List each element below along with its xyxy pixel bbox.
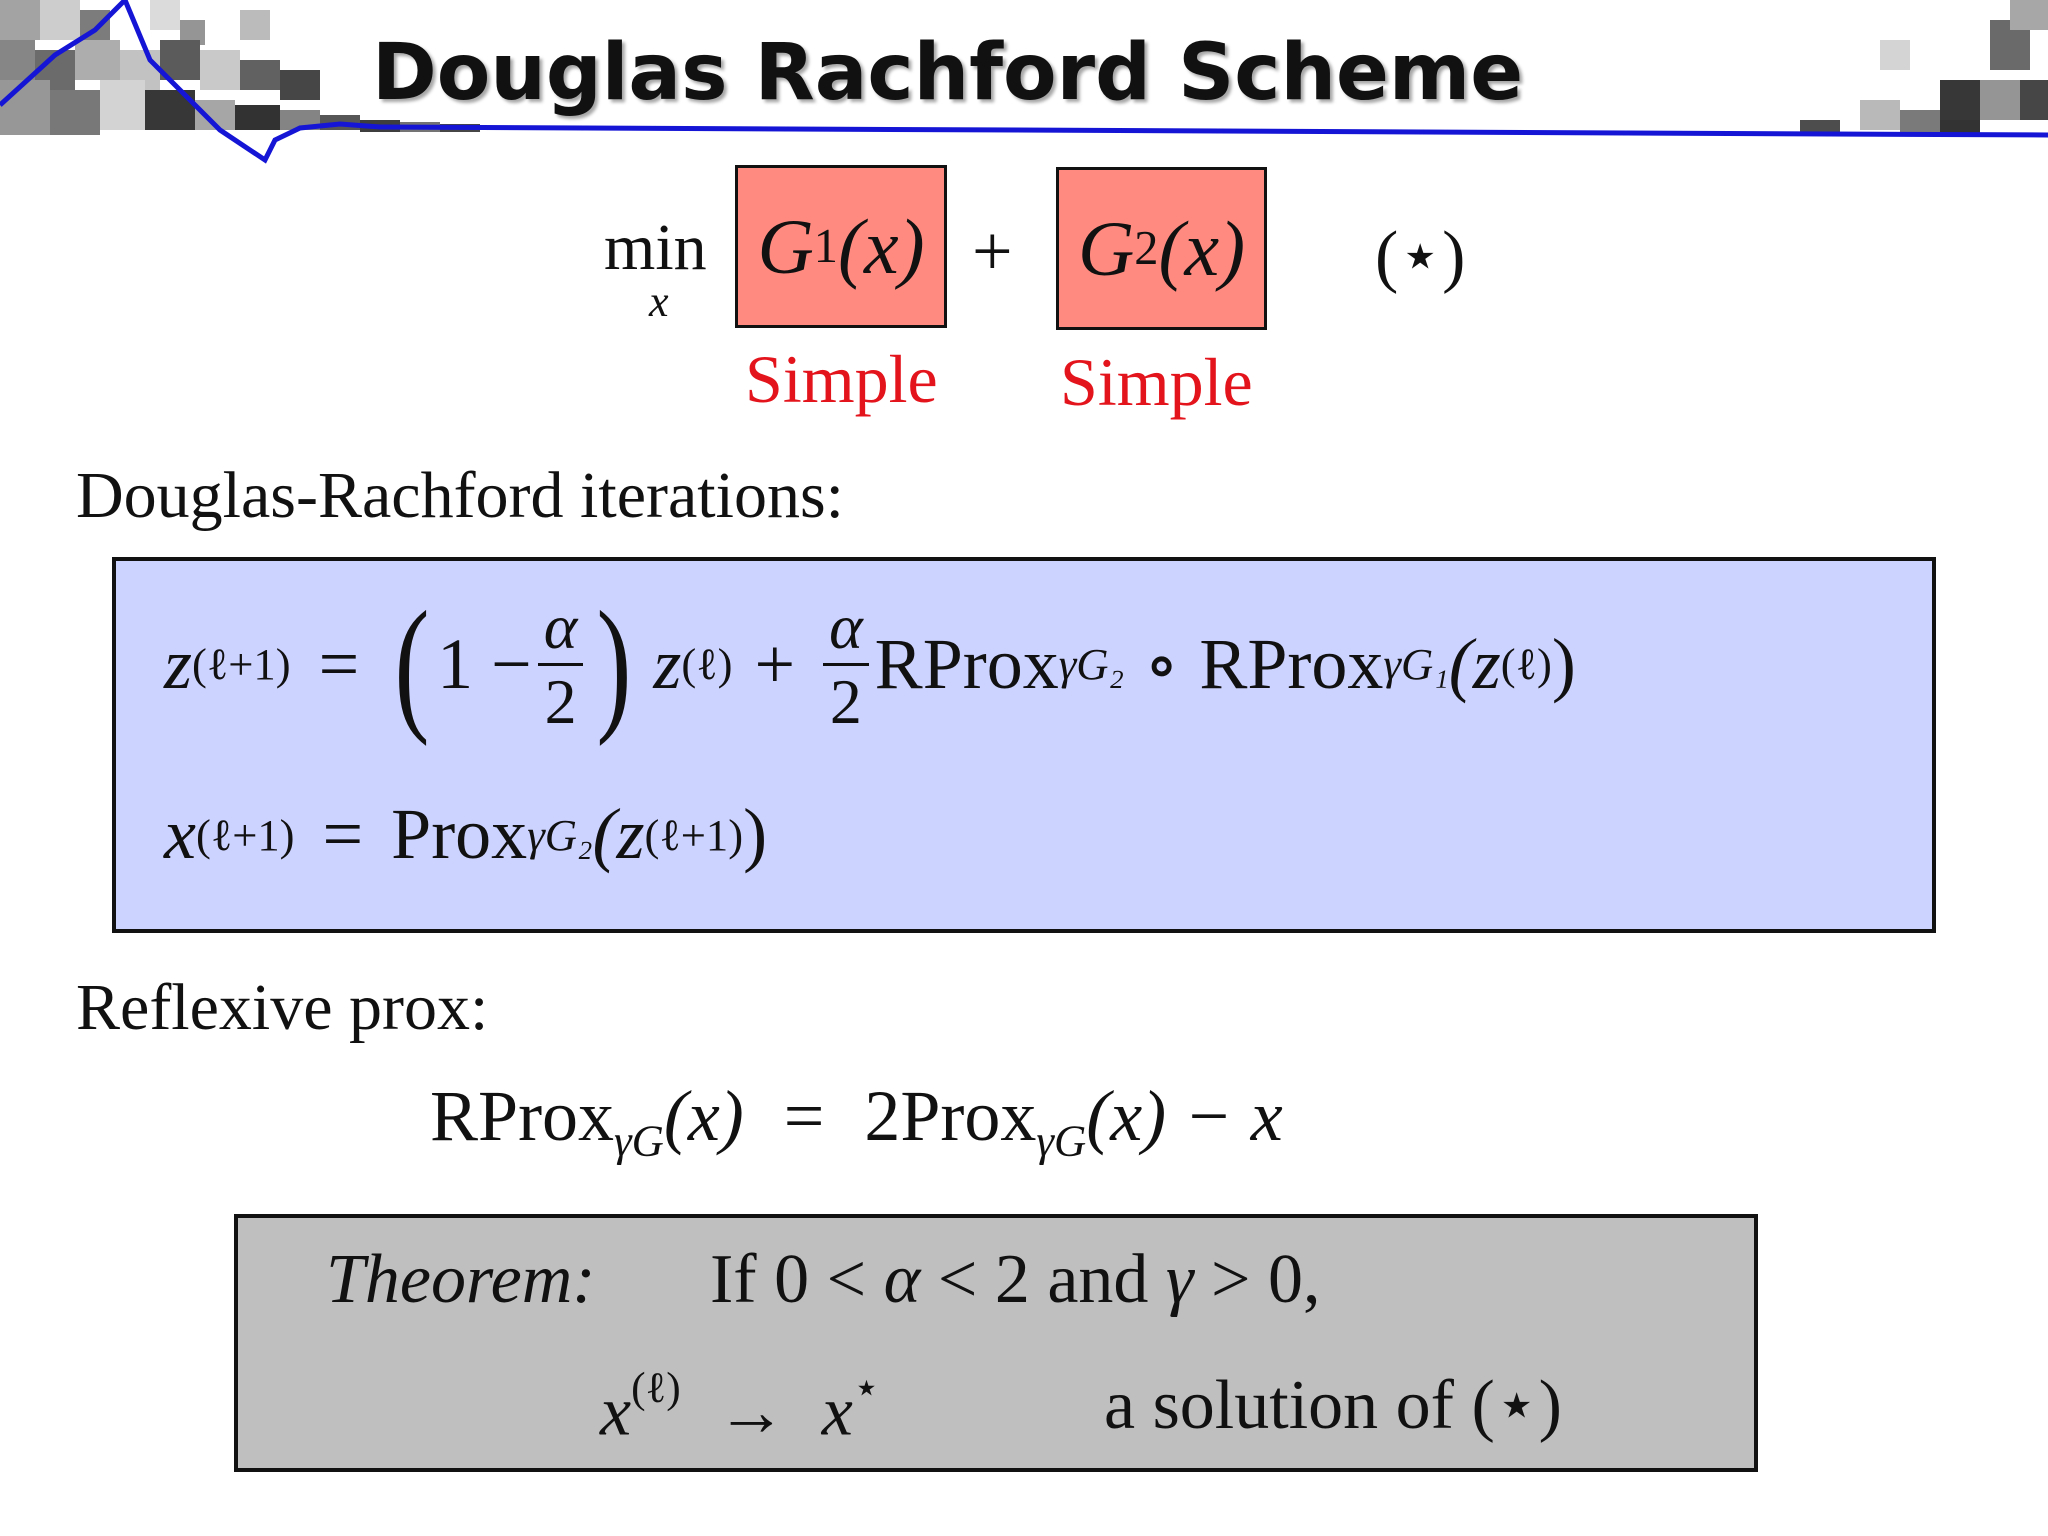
- eq1-z-sup: (ℓ): [681, 639, 733, 689]
- eq2-arg-sup: (ℓ+1): [644, 809, 744, 860]
- conv-arrow: →: [716, 1373, 787, 1451]
- eq1-alpha-over-2: α 2: [537, 590, 584, 737]
- rprox-rhs-x: x: [1250, 1076, 1283, 1156]
- eq2-arg-close: ): [743, 794, 768, 874]
- conv-sup: (ℓ): [631, 1364, 681, 1412]
- rprox-definition: RProxγG(x) = 2ProxγG(x) − x: [430, 1075, 1283, 1167]
- theorem-if: If 0 <: [710, 1241, 867, 1318]
- g1-letter: G: [757, 202, 814, 290]
- conv-target: x: [821, 1373, 853, 1451]
- theorem-label: Theorem:: [326, 1241, 596, 1318]
- eq1-rprox-g1: RProx: [1199, 623, 1384, 704]
- eq1-frac-bar: [537, 662, 584, 666]
- eq1-lhs-sup: (ℓ+1): [192, 639, 291, 689]
- eq1-close-paren: ): [596, 581, 632, 747]
- eq2-arg-open: (z: [592, 794, 645, 874]
- g2-index: 2: [1134, 222, 1159, 275]
- eq1-open-paren: (: [394, 581, 430, 747]
- eq1-equals: =: [318, 623, 360, 704]
- eq1-lhs-var: z: [164, 623, 193, 704]
- eq1-z-var: z: [653, 623, 682, 704]
- objective-min-subscript: x: [649, 277, 669, 326]
- objective-plus: +: [972, 211, 1013, 291]
- eq1-arg-sup: (ℓ): [1500, 639, 1552, 689]
- eq1-arg-close: ): [1551, 623, 1576, 704]
- eq1-rprox-g2-sub: γG₂: [1058, 639, 1125, 689]
- theorem-convergence: x(ℓ) → x⋆: [600, 1363, 880, 1453]
- pixel-mosaic-right: [1800, 0, 2048, 135]
- rprox-lhs-arg: (x): [663, 1076, 744, 1156]
- eq2-lhs-sup: (ℓ+1): [195, 809, 295, 860]
- dr-iterations-heading: Douglas-Rachford iterations:: [76, 459, 844, 532]
- reflexive-prox-heading: Reflexive prox:: [76, 971, 489, 1044]
- rprox-rhs-arg: (x) −: [1086, 1076, 1233, 1156]
- eq1-compose: ∘: [1144, 624, 1180, 705]
- header-decoration: [0, 0, 2048, 164]
- conv-target-sup: ⋆: [852, 1364, 881, 1412]
- simple-label-g1: Simple: [745, 341, 938, 417]
- rprox-lhs-sub: γG: [614, 1115, 664, 1166]
- slide-title: Douglas Rachford Scheme: [372, 28, 1524, 118]
- eq1-plus: +: [754, 623, 796, 704]
- theorem-gamma: γ: [1165, 1241, 1194, 1318]
- eq1-alpha-over-2-second: α 2: [823, 590, 869, 737]
- theorem-solution-text: a solution of (⋆): [1104, 1367, 1562, 1444]
- eq2-equals: =: [322, 794, 364, 874]
- simple-label-g2: Simple: [1060, 344, 1253, 420]
- pixel-mosaic-left: [0, 0, 480, 135]
- objective-min: min: [604, 211, 707, 284]
- eq1-rprox-g2: RProx: [874, 623, 1059, 704]
- theorem-box: Theorem: If 0 < α < 2 and γ > 0, x(ℓ) → …: [234, 1214, 1758, 1472]
- objective-star-label: (⋆): [1375, 218, 1466, 295]
- theorem-mid: < 2 and: [937, 1241, 1149, 1318]
- eq1-frac2-den: 2: [829, 665, 862, 737]
- g1-index: 1: [813, 220, 838, 273]
- theorem-condition: If 0 < α < 2 and γ > 0,: [710, 1240, 1320, 1320]
- rprox-rhs: 2Prox: [864, 1076, 1037, 1156]
- eq1-frac2-bar: [823, 662, 869, 666]
- eq1-frac-den: 2: [544, 665, 577, 737]
- rprox-equals: =: [783, 1076, 825, 1156]
- conv-var: x: [600, 1373, 632, 1451]
- eq1-rprox-g1-sub: γG₁: [1383, 639, 1449, 689]
- eq1-frac2-num: α: [829, 590, 863, 662]
- eq2-prox: Prox: [391, 794, 528, 874]
- g2-argument: (x): [1158, 204, 1246, 292]
- theorem-end: > 0,: [1211, 1241, 1321, 1318]
- eq1-frac-num: α: [543, 590, 578, 662]
- eq1-one-minus: 1 −: [437, 623, 532, 704]
- eq2-lhs-var: x: [164, 794, 196, 874]
- eq2-prox-sub: γG₂: [527, 809, 593, 860]
- header-accent-curve: [0, 0, 2048, 164]
- rprox-rhs-sub: γG: [1036, 1115, 1087, 1166]
- rprox-lhs: RProx: [430, 1076, 615, 1156]
- theorem-alpha: α: [883, 1241, 921, 1318]
- eq1-arg-open: (z: [1448, 623, 1501, 704]
- g1-argument: (x): [837, 202, 925, 290]
- g2-letter: G: [1077, 204, 1135, 292]
